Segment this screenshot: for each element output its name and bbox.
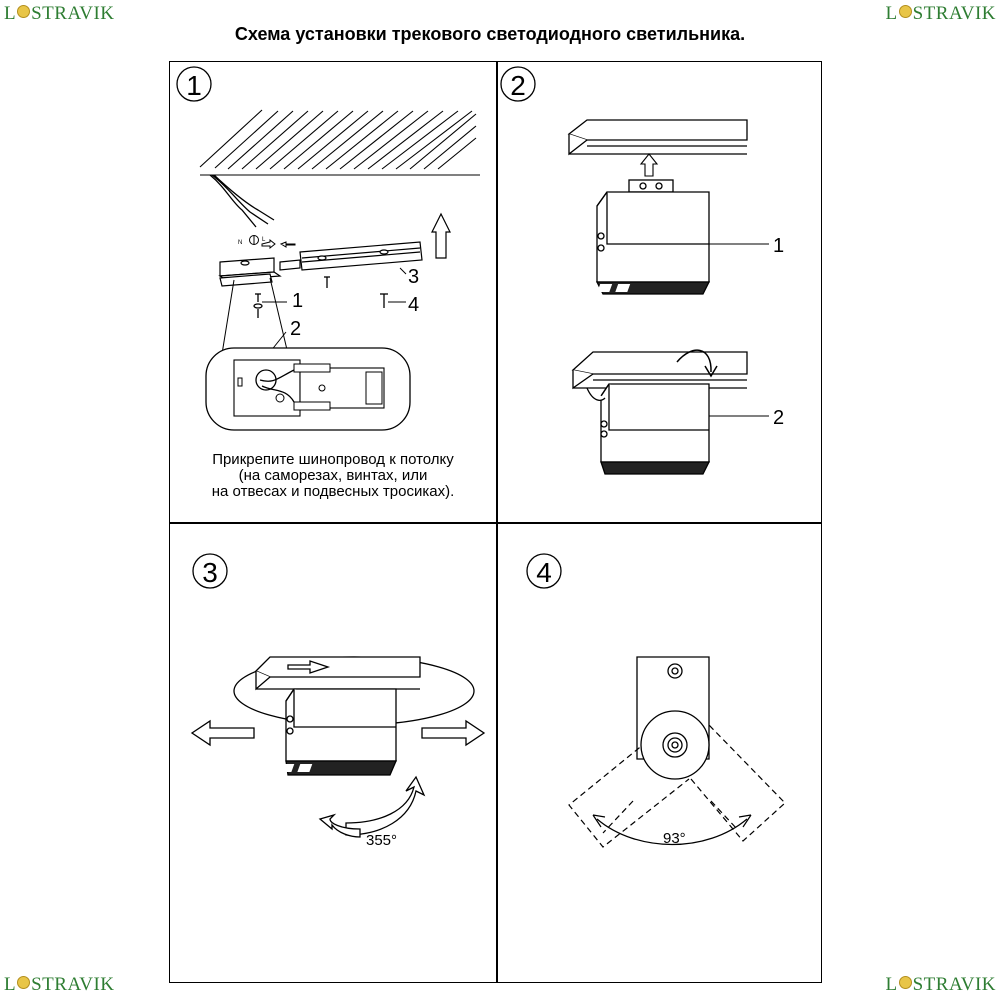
step-4-panel: 4 93° bbox=[526, 553, 786, 848]
tilt-angle-label: 93° bbox=[663, 830, 686, 847]
arrow-up bbox=[639, 153, 659, 177]
callout-3: 3 bbox=[408, 266, 419, 288]
step-3-panel: 3 355° bbox=[190, 553, 486, 849]
callout-1: 1 bbox=[292, 290, 303, 312]
page-title: Схема установки трекового светодиодного … bbox=[234, 24, 746, 44]
rotation-arrow-icon bbox=[318, 775, 426, 838]
rotate-arrow bbox=[676, 349, 712, 373]
rotation-label: 355° bbox=[366, 832, 397, 849]
ceiling-hatch bbox=[199, 109, 480, 176]
track-rail bbox=[299, 241, 423, 271]
step-2-number-badge: 2 bbox=[500, 66, 536, 102]
arrow-up-large bbox=[431, 212, 451, 259]
caption-line-3: на отвесах и подвесных тросиках). bbox=[211, 483, 455, 500]
step-1-panel: 1 N L bbox=[176, 66, 480, 431]
step-2-callout-1: 1 bbox=[773, 235, 784, 257]
track-end-connector bbox=[218, 257, 301, 287]
step-2-callout-2: 2 bbox=[773, 407, 784, 429]
caption-line-2: (на саморезах, винтах, или bbox=[238, 467, 428, 484]
svg-text:2: 2 bbox=[510, 70, 526, 101]
caption-line-1: Прикрепите шинопровод к потолку bbox=[212, 451, 454, 468]
callout-4: 4 bbox=[408, 294, 419, 316]
step-2-panel: 2 1 bbox=[499, 66, 784, 475]
arrow-right bbox=[421, 719, 486, 747]
track-light-fixture-2 bbox=[586, 383, 711, 475]
step-3-number-badge: 3 bbox=[192, 553, 228, 589]
connector-detail-view bbox=[205, 347, 411, 431]
grid-divider-horizontal bbox=[169, 522, 822, 524]
svg-text:3: 3 bbox=[202, 557, 218, 588]
tilt-arc bbox=[596, 818, 748, 846]
pivot-hub bbox=[640, 710, 710, 780]
supply-wires bbox=[209, 174, 275, 228]
track-rail-lower bbox=[571, 351, 748, 390]
arrow-left bbox=[190, 719, 255, 747]
screws bbox=[253, 276, 388, 318]
track-light-fixture-1 bbox=[595, 179, 711, 295]
svg-text:1: 1 bbox=[186, 70, 202, 101]
track-rail bbox=[254, 656, 421, 691]
tilt-positions bbox=[568, 722, 786, 848]
callout-2: 2 bbox=[290, 318, 301, 340]
wire-terminal: N L bbox=[238, 235, 266, 246]
svg-text:4: 4 bbox=[536, 557, 552, 588]
svg-text:N: N bbox=[238, 240, 242, 246]
track-rail-top bbox=[567, 119, 748, 156]
step-1-number-badge: 1 bbox=[176, 66, 212, 102]
step-4-number-badge: 4 bbox=[526, 553, 562, 589]
arrow-left-small bbox=[261, 238, 296, 250]
svg-text:L: L bbox=[262, 237, 266, 243]
step-1-caption: Прикрепите шинопровод к потолку (на само… bbox=[170, 452, 496, 500]
track-light-fixture bbox=[285, 688, 397, 776]
